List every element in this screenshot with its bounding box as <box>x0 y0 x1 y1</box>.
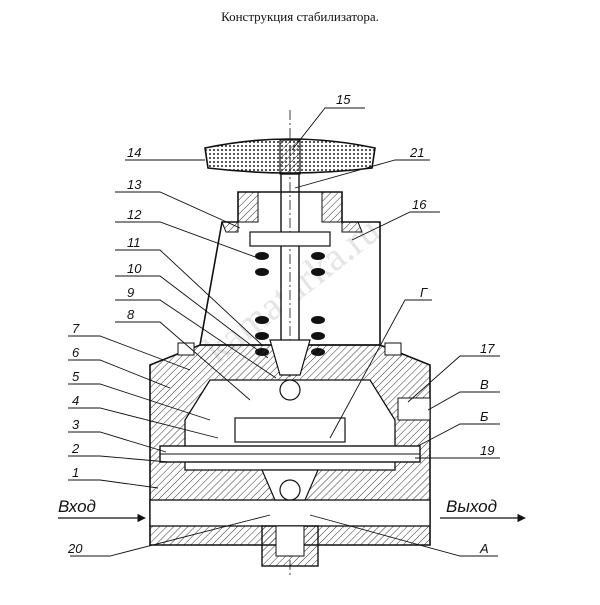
callout-20: 20 <box>67 541 83 556</box>
callout-16: 16 <box>412 197 427 212</box>
callout-4: 4 <box>72 393 79 408</box>
diagram-title: Конструкция стабилизатора. <box>221 9 379 24</box>
callout-14: 14 <box>127 145 141 160</box>
callout-10: 10 <box>127 261 142 276</box>
callout-19: 19 <box>480 443 494 458</box>
callout-12: 12 <box>127 207 142 222</box>
right-callouts: 15 21 16 Г 17 В Б 19 А <box>336 92 495 556</box>
callout-6: 6 <box>72 345 80 360</box>
callout-v: В <box>480 377 489 392</box>
callout-9: 9 <box>127 285 134 300</box>
callout-1: 1 <box>72 465 79 480</box>
left-leaders <box>68 159 277 557</box>
diaphragm-assembly <box>159 339 421 501</box>
callout-15: 15 <box>336 92 351 107</box>
callout-13: 13 <box>127 177 142 192</box>
callout-g: Г <box>420 285 428 300</box>
inlet-label: Вход <box>58 497 96 516</box>
callout-5: 5 <box>72 369 80 384</box>
callout-3: 3 <box>72 417 80 432</box>
callout-a: А <box>479 541 489 556</box>
callout-17: 17 <box>480 341 495 356</box>
outlet-label: Выход <box>446 497 497 516</box>
callout-11: 11 <box>127 235 141 250</box>
right-leaders <box>291 107 500 557</box>
valve-body <box>149 342 431 567</box>
callout-b: Б <box>480 409 489 424</box>
callout-8: 8 <box>127 307 135 322</box>
callout-2: 2 <box>71 441 80 456</box>
callout-21: 21 <box>409 145 424 160</box>
callout-7: 7 <box>72 321 80 336</box>
left-callouts: 14 13 12 11 10 9 8 7 6 5 4 3 2 1 20 <box>67 145 142 556</box>
